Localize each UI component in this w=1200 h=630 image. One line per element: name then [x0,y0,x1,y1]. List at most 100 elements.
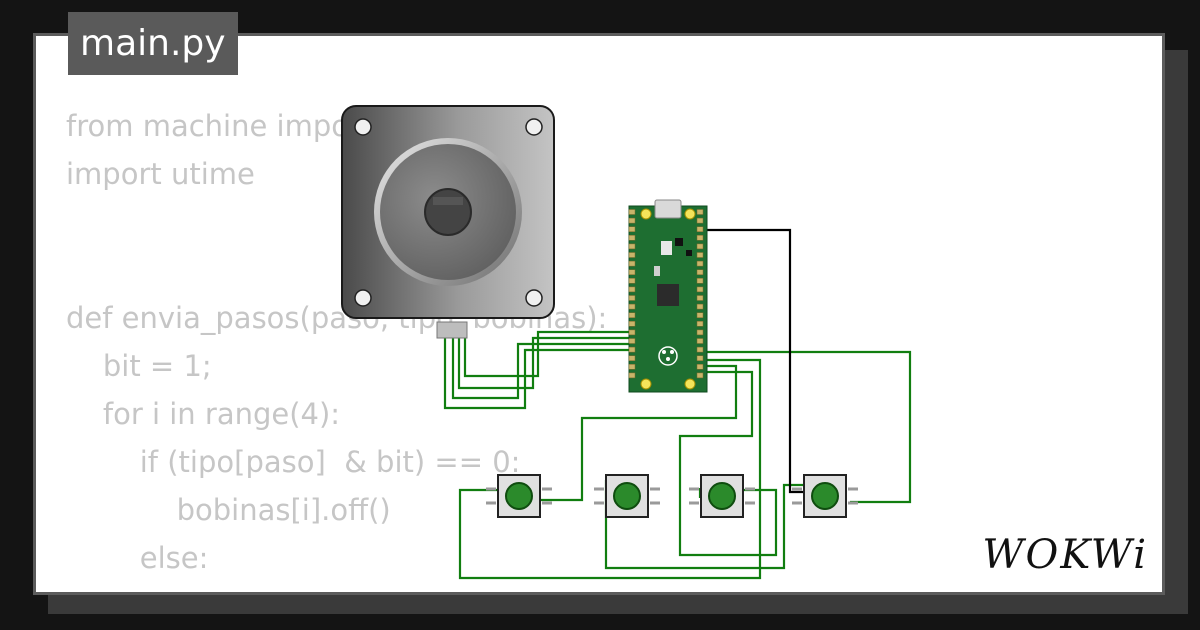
button-leg [689,487,699,491]
mount-hole-icon [684,208,696,220]
pico-pin [628,243,636,250]
pico-pin [696,252,704,258]
button-leg [650,487,660,491]
button-leg [689,501,699,505]
pushbutton-4[interactable] [792,474,858,518]
motor-connector [436,321,468,339]
pico-pin [696,355,704,361]
button-leg [486,487,496,491]
button-cap-icon[interactable] [505,482,533,510]
stepper-motor[interactable] [341,105,555,339]
pico-pin [628,260,636,267]
pico-pin [696,217,704,224]
motor-shaft-flat [433,197,463,205]
button-cap-icon[interactable] [708,482,736,510]
motor-screw-icon [354,289,372,307]
button-cap-icon[interactable] [613,482,641,510]
raspberry-logo-dot [666,357,670,361]
motor-screw-icon [525,118,543,136]
pico-pin [696,364,704,370]
button-leg [792,487,802,491]
pico-pin [696,303,704,310]
pico-pin [696,209,704,215]
raspberry-logo-icon [658,346,678,366]
bootsel-button-icon [661,241,672,255]
wires [443,330,912,580]
pico-pin [696,338,704,344]
pico-pin [696,346,704,353]
rp2040-chip-icon [657,284,679,306]
pico-pin [628,278,636,284]
button-leg [745,487,755,491]
pico-pin [696,295,704,301]
pico-pin [628,226,636,232]
pico-pin [628,372,636,379]
pico-pin [628,286,636,293]
usb-connector-icon [654,199,682,219]
button-leg [542,501,552,505]
wire-motor-b [451,337,633,400]
component-icon [654,266,660,276]
button-leg [792,501,802,505]
wire-ground [704,228,806,494]
pushbutton-3[interactable] [689,474,755,518]
pico-pin [696,278,704,284]
pico-pin [628,312,636,318]
mount-hole-icon [640,378,652,390]
code-line: bobinas[i].on() [66,582,607,592]
pico-pin [628,235,636,241]
wire-btn1 [458,358,762,580]
pico-pin [628,303,636,310]
pico-pin [696,312,704,318]
pico-pin [628,321,636,327]
wire-btn3 [678,370,778,557]
file-tab-label: main.py [80,23,226,64]
mount-hole-icon [684,378,696,390]
wire-btn4 [704,350,912,504]
motor-screw-icon [525,289,543,307]
pico-pin [696,372,704,379]
chip-icon [675,238,683,246]
motor-screw-icon [354,118,372,136]
pushbutton-2[interactable] [594,474,660,518]
button-leg [594,487,604,491]
button-leg [848,501,858,505]
pico-pin [628,269,636,275]
pushbutton-1[interactable] [486,474,552,518]
button-leg [542,487,552,491]
raspberry-logo-dot [670,350,674,354]
mount-hole-icon [640,208,652,220]
raspberry-logo-dot [662,350,666,354]
button-leg [848,487,858,491]
button-leg [650,501,660,505]
pico-pins [628,209,704,379]
pushbuttons [486,474,858,518]
pico-pin [628,329,636,336]
pico-pin [696,269,704,275]
pico-pin [696,321,704,327]
chip-icon [686,250,692,256]
code-line: if (tipo[paso] & bit) == 0: [66,445,521,479]
pico-pin [628,355,636,361]
wire-btn2b [604,480,808,570]
code-line: for i in range(4): [66,397,341,431]
button-cap-icon[interactable] [811,482,839,510]
button-leg [745,501,755,505]
wire-btn2 [540,364,738,502]
pico-pin [628,295,636,301]
pico-pin [696,226,704,232]
code-line: bobinas[i].off() [66,493,391,527]
pico-pin [696,243,704,250]
raspberry-pi-pico[interactable] [628,199,708,393]
code-line: import utime [66,157,255,191]
pico-pin [696,329,704,336]
button-leg [486,501,496,505]
pico-pin [696,260,704,267]
button-leg [594,501,604,505]
file-tab[interactable]: main.py [68,12,238,75]
wire-motor-c [457,336,633,390]
wokwi-logo: WOKWi [982,532,1148,578]
pico-pin [696,286,704,293]
